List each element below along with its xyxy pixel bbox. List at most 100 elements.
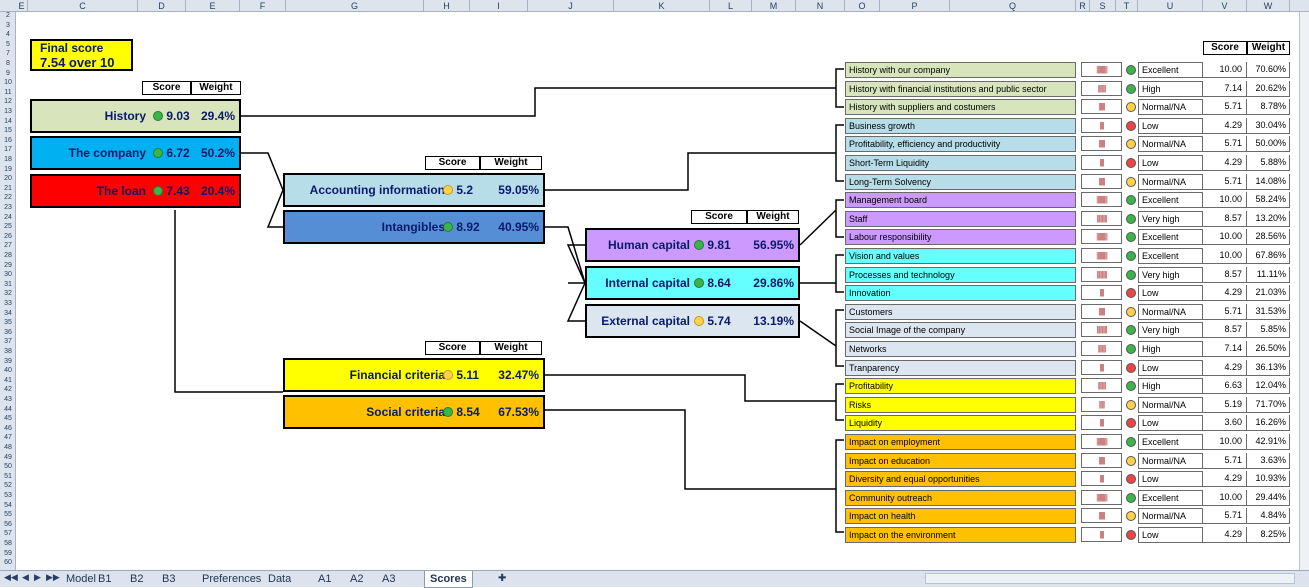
sheet-tab-a3[interactable]: A3 (382, 573, 396, 585)
column-letter-16[interactable]: R (1076, 0, 1090, 12)
row-number[interactable]: 53 (4, 492, 12, 499)
row-number[interactable]: 45 (4, 415, 12, 423)
row-number[interactable]: 24 (4, 213, 12, 221)
first-sheet-button[interactable]: ◀◀ (4, 572, 18, 582)
row-number[interactable]: 33 (4, 300, 12, 307)
prev-sheet-button[interactable]: ◀ (22, 572, 29, 582)
new-sheet-icon[interactable]: ✚ (498, 573, 507, 584)
row-number[interactable]: 3 (6, 21, 10, 29)
row-number[interactable]: 28 (4, 252, 12, 259)
row-number[interactable]: 21 (4, 184, 12, 192)
row-number[interactable]: 4 (6, 31, 10, 39)
row-number[interactable]: 44 (4, 405, 12, 413)
row-number[interactable]: 11 (4, 88, 12, 96)
row-number[interactable]: 38 (4, 348, 12, 355)
column-letter-3[interactable]: E (186, 0, 240, 12)
column-letter-15[interactable]: Q (950, 0, 1076, 12)
row-number[interactable]: 56 (4, 520, 12, 528)
row-number[interactable]: 20 (4, 175, 12, 183)
column-letter-14[interactable]: P (880, 0, 950, 12)
column-letter-12[interactable]: N (796, 0, 845, 12)
sheet-tab-model[interactable]: Model (66, 573, 96, 585)
horizontal-scrollbar[interactable] (925, 573, 1295, 584)
column-letter-21[interactable]: W (1247, 0, 1290, 12)
row-number[interactable]: 42 (4, 386, 12, 394)
row-number[interactable]: 40 (4, 367, 12, 375)
row-number[interactable]: 13 (4, 108, 12, 115)
row-number[interactable]: 39 (4, 357, 12, 365)
row-number[interactable]: 18 (4, 156, 12, 163)
sheet-tab-scores[interactable]: Scores (424, 571, 473, 588)
column-letter-1[interactable]: C (28, 0, 138, 12)
column-letter-17[interactable]: S (1090, 0, 1116, 12)
column-letter-10[interactable]: L (710, 0, 752, 12)
sheet-tab-a2[interactable]: A2 (350, 573, 364, 585)
row-number[interactable]: 31 (4, 280, 12, 288)
row-number[interactable]: 58 (4, 540, 12, 547)
row-number[interactable]: 9 (6, 69, 10, 77)
row-number[interactable]: 41 (4, 376, 12, 384)
human-capital-label: Human capital (607, 238, 690, 252)
column-letter-13[interactable]: O (845, 0, 880, 12)
column-letter-8[interactable]: J (528, 0, 614, 12)
sheet-tab-b1[interactable]: B1 (98, 573, 112, 585)
column-letter-0[interactable]: E (16, 0, 28, 12)
column-letter-4[interactable]: F (240, 0, 286, 12)
sheet-tab-a1[interactable]: A1 (318, 573, 332, 585)
row-number[interactable]: 34 (4, 309, 12, 317)
column-letter-9[interactable]: K (614, 0, 710, 12)
column-letter-7[interactable]: I (470, 0, 528, 12)
next-sheet-button[interactable]: ▶ (34, 572, 41, 582)
column-letter-6[interactable]: H (424, 0, 470, 12)
row-number[interactable]: 15 (4, 127, 12, 135)
row-number[interactable]: 32 (4, 290, 12, 298)
row-number[interactable]: 23 (4, 204, 12, 211)
criterion-name: Risks (845, 396, 1076, 413)
row-number[interactable]: 22 (4, 194, 12, 202)
column-letter-11[interactable]: M (752, 0, 796, 12)
row-number[interactable]: 25 (4, 223, 12, 231)
row-number[interactable]: 19 (4, 165, 12, 173)
sheet-tab-b3[interactable]: B3 (162, 573, 176, 585)
row-number[interactable]: 14 (4, 117, 12, 125)
row-number[interactable]: 48 (4, 444, 12, 451)
row-number[interactable]: 60 (4, 559, 12, 567)
row-number[interactable]: 55 (4, 511, 12, 519)
row-number[interactable]: 50 (4, 463, 12, 471)
column-letter-5[interactable]: G (286, 0, 424, 12)
row-number[interactable]: 49 (4, 453, 12, 461)
row-number[interactable]: 27 (4, 242, 12, 250)
row-number[interactable]: 37 (4, 338, 12, 346)
vertical-scrollbar[interactable] (1299, 12, 1309, 570)
row-number[interactable]: 12 (4, 98, 12, 106)
row-number[interactable]: 26 (4, 232, 12, 240)
row-number[interactable]: 51 (4, 472, 12, 480)
row-number[interactable]: 29 (4, 261, 12, 269)
row-number[interactable]: 30 (4, 271, 12, 279)
row-number[interactable]: 52 (4, 482, 12, 490)
row-number[interactable]: 16 (4, 136, 12, 144)
sheet-tab-preferences[interactable]: Preferences (202, 573, 262, 585)
row-number[interactable]: 43 (4, 396, 12, 403)
row-number[interactable]: 2 (6, 12, 10, 19)
row-number[interactable]: 17 (4, 146, 12, 154)
row-number[interactable]: 57 (4, 530, 12, 538)
row-number[interactable]: 47 (4, 434, 12, 442)
sheet-tab-b2[interactable]: B2 (130, 573, 144, 585)
sheet-tab-data[interactable]: Data (268, 573, 292, 585)
row-number[interactable]: 35 (4, 319, 12, 327)
column-letter-20[interactable]: V (1203, 0, 1247, 12)
column-letter-2[interactable]: D (138, 0, 186, 12)
row-number[interactable]: 59 (4, 549, 12, 557)
row-number[interactable]: 7 (6, 50, 10, 58)
column-letter-18[interactable]: T (1116, 0, 1138, 12)
row-number[interactable]: 10 (4, 79, 12, 87)
row-number[interactable]: 36 (4, 328, 12, 336)
company-score-value: 6.72 (166, 146, 190, 160)
row-number[interactable]: 5 (6, 40, 10, 48)
row-number[interactable]: 46 (4, 424, 12, 432)
last-sheet-button[interactable]: ▶▶ (46, 572, 60, 582)
row-number[interactable]: 8 (6, 60, 10, 67)
row-number[interactable]: 54 (4, 501, 12, 509)
column-letter-19[interactable]: U (1138, 0, 1203, 12)
